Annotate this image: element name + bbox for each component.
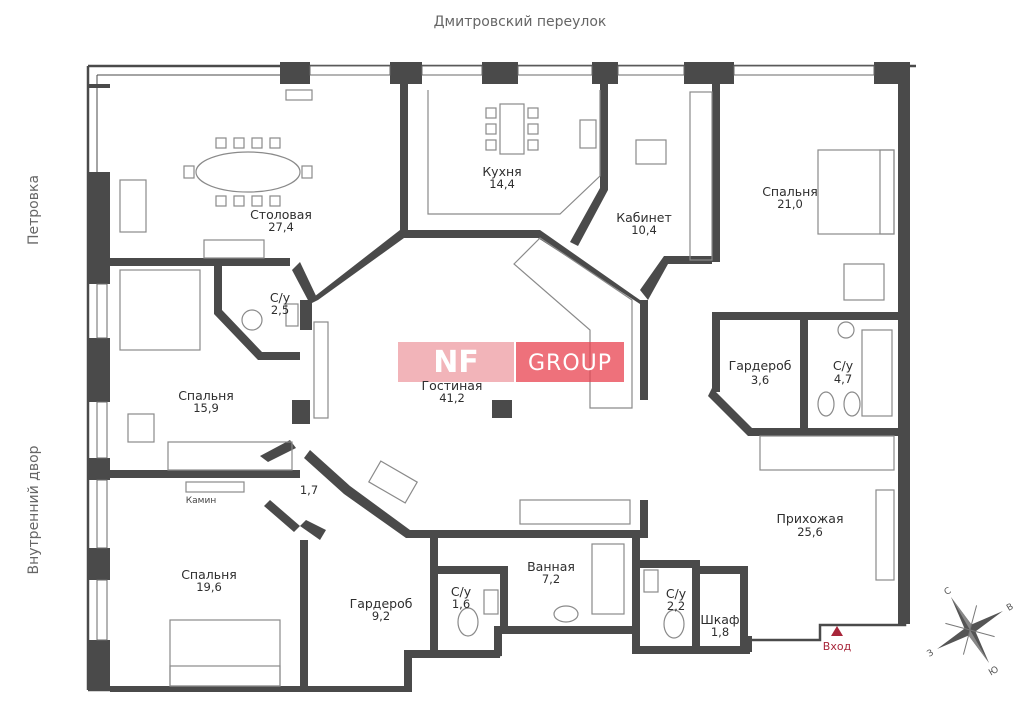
room-hall-small-area: 1,7	[300, 483, 318, 497]
room-closet-area: 1,8	[711, 625, 729, 639]
furniture	[119, 89, 895, 687]
room-bedroom-sw-area: 19,6	[196, 580, 222, 594]
room-kitchen-area: 14,4	[489, 177, 515, 191]
room-living-area: 41,2	[439, 391, 465, 405]
room-bedroom-w-area: 15,9	[193, 401, 219, 415]
compass-north: С	[943, 586, 953, 598]
room-wc-s1-name: С/у	[451, 584, 472, 599]
room-closet-name: Шкаф	[700, 612, 739, 627]
room-kitchen-name: Кухня	[482, 164, 521, 179]
room-dining-area: 27,4	[268, 220, 294, 234]
room-wc-s2-area: 2,2	[667, 599, 685, 613]
room-bedroom-ne-name: Спальня	[762, 184, 818, 199]
room-bedroom-sw-name: Спальня	[181, 567, 237, 582]
entrance-label: Вход	[823, 640, 852, 653]
room-bedroom-w-name: Спальня	[178, 388, 234, 403]
room-study-area: 10,4	[631, 223, 657, 237]
room-dining-name: Столовая	[250, 207, 312, 222]
logo-name: GROUP	[528, 351, 612, 376]
room-bath-name: Ванная	[527, 559, 575, 574]
room-hallway-name: Прихожая	[777, 511, 844, 526]
windows	[96, 65, 875, 641]
room-bath-area: 7,2	[542, 572, 560, 586]
room-labels: Столовая 27,4 Кухня 14,4 Кабинет 10,4 Сп…	[178, 164, 854, 639]
room-living-name: Гостиная	[422, 378, 483, 393]
room-bedroom-ne-area: 21,0	[777, 197, 803, 211]
room-wc-e-name: С/у	[833, 358, 854, 373]
street-top-label: Дмитровский переулок	[434, 14, 607, 30]
entrance-marker: Вход	[823, 626, 852, 653]
room-wc-s1-area: 1,6	[452, 597, 470, 611]
compass-rose-icon: С Ю В З	[926, 586, 1016, 679]
compass-west: З	[926, 648, 936, 660]
interior-walls	[110, 84, 898, 690]
room-wardrobe-s-area: 9,2	[372, 609, 390, 623]
room-wc-nw-area: 2,5	[271, 303, 289, 317]
logo-mark: NF	[433, 345, 479, 380]
outer-walls	[86, 62, 916, 692]
street-left-upper-label: Петровка	[26, 175, 42, 245]
room-wardrobe-e-area: 3,6	[751, 373, 769, 387]
street-left-lower-label: Внутренний двор	[26, 445, 42, 574]
room-study-name: Кабинет	[616, 210, 672, 225]
compass-south: Ю	[987, 665, 1001, 679]
fireplace-label: Камин	[186, 496, 217, 506]
room-wc-e-area: 4,7	[834, 372, 852, 386]
room-wc-s2-name: С/у	[666, 586, 687, 601]
entrance-arrow-icon	[831, 626, 843, 636]
room-wc-nw-name: С/у	[270, 290, 291, 305]
room-hallway-area: 25,6	[797, 525, 823, 539]
room-wardrobe-e-name: Гардероб	[729, 358, 792, 373]
logo: NF GROUP	[398, 342, 624, 382]
compass-east: В	[1005, 602, 1015, 614]
room-wardrobe-s-name: Гардероб	[350, 596, 413, 611]
